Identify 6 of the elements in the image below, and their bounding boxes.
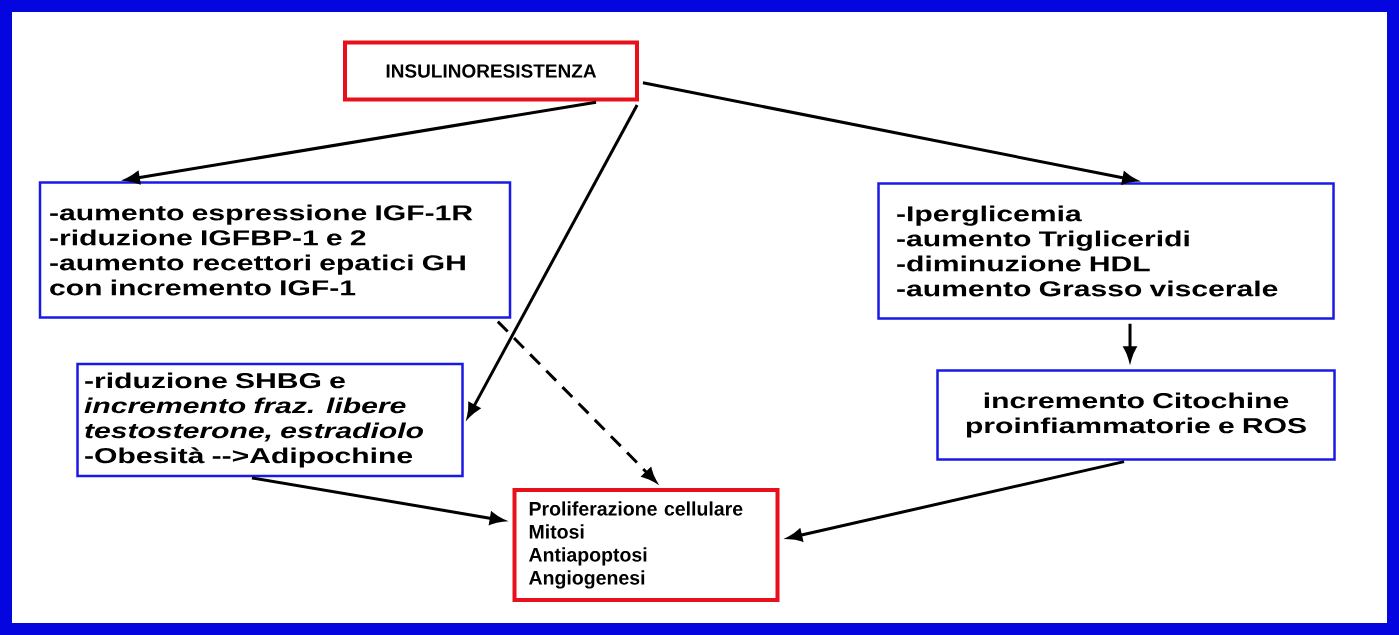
process-box: -aumento espressione IGF-1R -riduzione IGFBP-1 e 2 -aumento recettori epatici GH con incremento IGF-1 bbox=[38, 181, 512, 319]
process-box: -riduzione SHBG e incremento fraz. libere testosterone, estradiolo -Obesità -->Adipochine bbox=[76, 362, 464, 478]
process-box: incremento Citochine proinfiammatorie e ROS bbox=[936, 369, 1336, 461]
process-box: -Iperglicemia -aumento Trigliceridi -diminuzione HDL -aumento Grasso viscerale bbox=[877, 182, 1335, 320]
title-box: INSULINORESISTENZA bbox=[343, 40, 639, 102]
outcome-box: Proliferazione cellulare Mitosi Antiapoptosi Angiogenesi bbox=[512, 488, 780, 602]
